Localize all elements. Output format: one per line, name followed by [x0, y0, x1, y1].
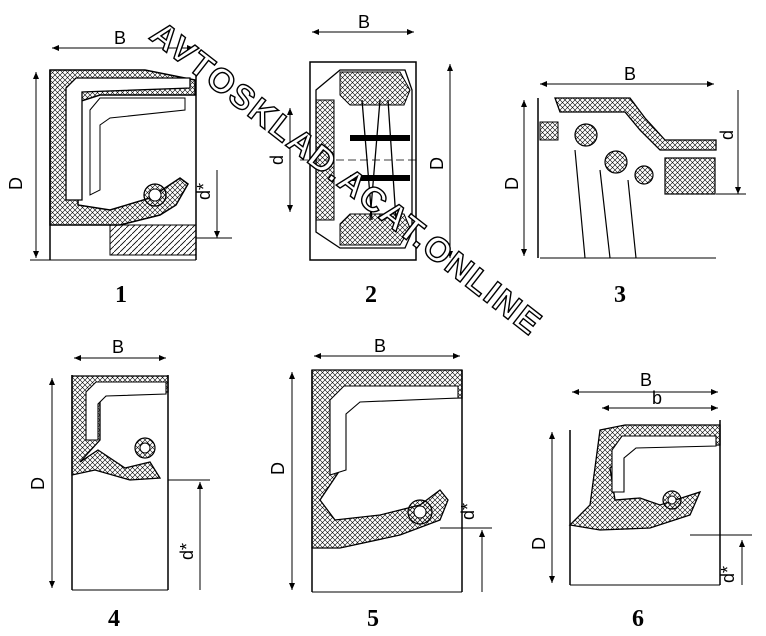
fig2-number: 2	[365, 282, 377, 308]
fig1-outer-label: D	[6, 177, 26, 190]
fig1-number: 1	[115, 282, 127, 308]
figure-1: B D d* 1	[6, 28, 232, 308]
figure-5: B D d* 5	[268, 336, 492, 632]
fig3-inner-label: d	[717, 130, 737, 140]
figure-6: B b D d* 6	[529, 370, 752, 632]
figure-3: B D d 3	[502, 64, 746, 308]
fig4-outer-label: D	[28, 477, 48, 490]
fig3-number: 3	[614, 282, 626, 308]
fig3-width-label: B	[624, 64, 636, 84]
fig6-inner-label: d*	[718, 566, 738, 583]
fig6-number: 6	[632, 606, 644, 632]
fig4-number: 4	[108, 606, 120, 632]
fig2-outer-label: D	[427, 157, 447, 170]
fig3-outer-label: D	[502, 177, 522, 190]
fig6-outer-label: D	[529, 537, 549, 550]
figure-4: B D d* 4	[28, 337, 210, 632]
fig4-inner-label: d*	[177, 543, 197, 560]
fig5-inner-label: d*	[458, 503, 478, 520]
fig5-width-label: B	[374, 336, 386, 356]
figure-2: B D d 2	[267, 12, 453, 308]
fig1-inner-label: d*	[194, 183, 214, 200]
fig4-width-label: B	[112, 337, 124, 357]
fig5-number: 5	[367, 606, 379, 632]
fig1-width-label: B	[114, 28, 126, 48]
fig2-inner-label: d	[267, 155, 287, 165]
fig5-outer-label: D	[268, 462, 288, 475]
fig6-width-label: B	[640, 370, 652, 390]
fig2-width-label: B	[358, 12, 370, 32]
fig6-width2-label: b	[652, 388, 662, 408]
